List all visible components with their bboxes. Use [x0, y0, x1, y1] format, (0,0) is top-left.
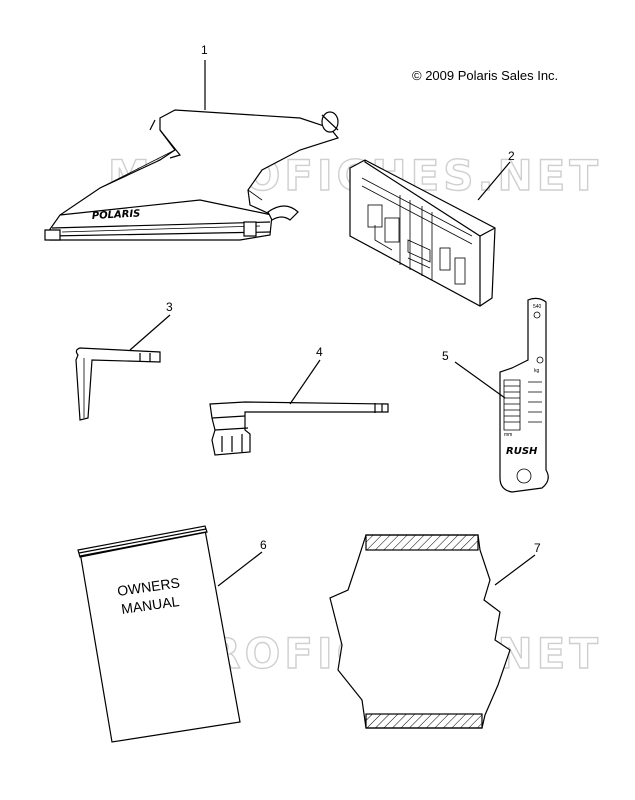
callout-6: 6	[260, 538, 267, 552]
callout-2: 2	[508, 149, 515, 163]
leader-4	[289, 359, 321, 405]
gauge-logo: RUSH	[506, 446, 538, 457]
part-5-belt-gauge: 540 kg mm RUSH	[499, 297, 549, 493]
part-6-owners-manual: OWNERS MANUAL	[77, 525, 241, 743]
leader-3	[129, 314, 171, 351]
part-3-hex-key	[75, 347, 161, 421]
tool-bag-logo: POLARIS	[92, 208, 141, 222]
part-4-spark-plug-wrench	[209, 401, 389, 456]
callout-1: 1	[201, 43, 208, 57]
leader-7	[494, 554, 536, 586]
callout-7: 7	[534, 541, 541, 555]
leader-5	[454, 361, 506, 399]
leader-6	[217, 551, 263, 587]
callout-4: 4	[316, 345, 323, 359]
copyright-text: © 2009 Polaris Sales Inc.	[412, 68, 558, 83]
leader-2	[477, 161, 511, 201]
callout-3: 3	[166, 300, 173, 314]
svg-text:mm: mm	[504, 432, 512, 438]
callout-5: 5	[442, 349, 449, 363]
svg-text:540: 540	[533, 304, 542, 310]
part-7-belt	[329, 534, 511, 729]
part-2-foam-block	[349, 159, 496, 307]
part-1-tool-bag: POLARIS	[44, 109, 340, 241]
svg-text:kg: kg	[534, 368, 540, 374]
